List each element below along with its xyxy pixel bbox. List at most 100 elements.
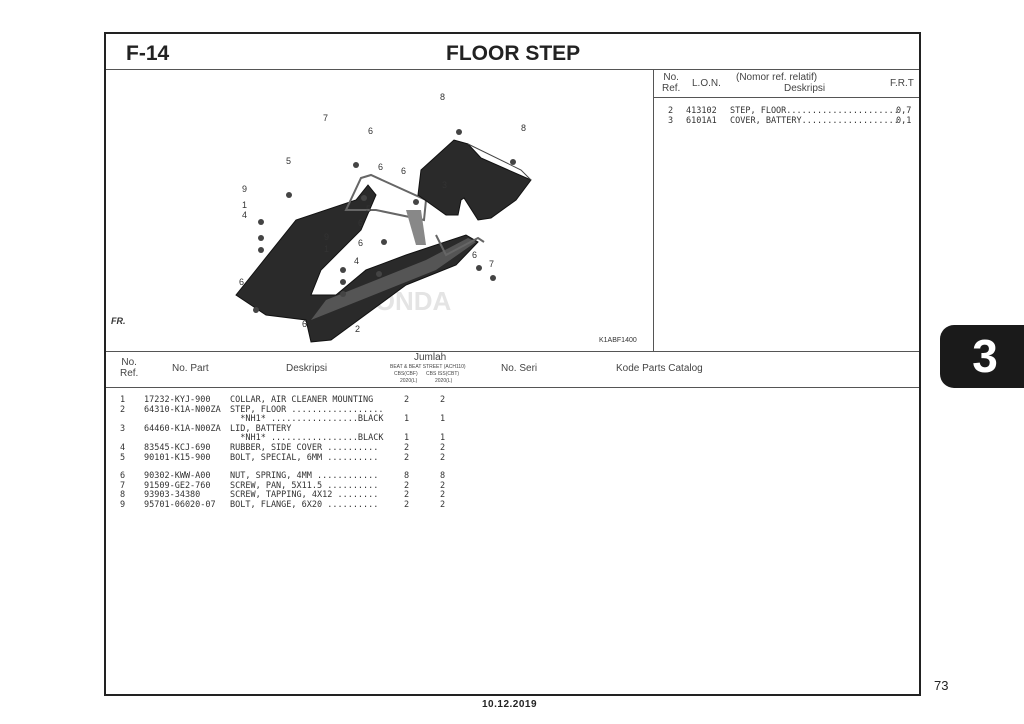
lon-lon: 413102 — [686, 106, 717, 116]
callout: 6 — [472, 250, 478, 260]
header-frt: F.R.T — [890, 78, 914, 89]
callout: 2 — [355, 324, 361, 334]
cell-q2: 2 — [440, 499, 446, 510]
callout: 6 — [401, 166, 407, 176]
front-direction-label: FR. — [111, 316, 126, 326]
cell-ref: 7 — [120, 480, 126, 491]
callout: 6 — [378, 162, 384, 172]
cell-q1: 8 — [404, 471, 410, 482]
cell-part: 64310-K1A-N00ZA — [144, 404, 221, 415]
header-deskripsi: Deskripsi — [286, 363, 328, 374]
callout: 6 — [358, 238, 364, 248]
cell-part: 83545-KCJ-690 — [144, 442, 211, 453]
cell-desc: STEP, FLOOR .................. — [230, 404, 384, 415]
cell-ref: 4 — [120, 442, 126, 453]
page-title: FLOOR STEP — [446, 42, 581, 65]
cell-ref: 3 — [120, 423, 126, 434]
callout: 6 — [302, 319, 308, 329]
cell-desc: NUT, SPRING, 4MM ............ — [230, 471, 379, 482]
cell-part: 91509-GE2-760 — [144, 480, 211, 491]
header-type-2: CBS ISS(CBT) — [426, 371, 460, 377]
cell-q2: 2 — [440, 395, 446, 405]
callout: 6 — [358, 218, 364, 228]
header-lon: L.O.N. — [692, 78, 721, 89]
page-number: 73 — [934, 678, 949, 693]
callout: 8 — [521, 123, 527, 133]
callout: 9 — [324, 232, 330, 242]
cell-q1: 2 — [404, 480, 410, 491]
lon-header: No. Ref. L.O.N. (Nomor ref. relatif) Des… — [654, 70, 919, 98]
header-model: BEAT & BEAT STREET (ACH110) — [390, 364, 466, 370]
page-header: F-14 FLOOR STEP — [106, 34, 919, 70]
callout: 9 — [242, 184, 248, 194]
cell-q1: 2 — [404, 490, 410, 501]
cell-part: 95701-06020-07 — [144, 499, 216, 510]
cell-q1: 2 — [404, 499, 410, 510]
cell-q1: 2 — [404, 442, 410, 453]
cell-desc: RUBBER, SIDE COVER .......... — [230, 442, 379, 453]
header-type-1: CBS(CBF) — [394, 371, 418, 377]
cell-q1: 1 — [404, 433, 410, 444]
cell-desc: SCREW, PAN, 5X11.5 .......... — [230, 480, 379, 491]
header-no-ref: No. Ref. — [120, 357, 139, 379]
callout: 4 — [242, 210, 248, 220]
cell-desc: SCREW, TAPPING, 4X12 ........ — [230, 490, 379, 501]
header-year-1: 2020(L) — [400, 378, 418, 384]
cell-part: 93903-34380 — [144, 490, 201, 501]
cell-q2: 2 — [440, 452, 446, 463]
cell-part: 90101-K15-900 — [144, 452, 211, 463]
lon-frt: 0,1 — [896, 115, 912, 126]
lon-frt: 0,7 — [896, 106, 912, 116]
cell-q2: 1 — [440, 414, 446, 425]
floor-step-illustration: HONDA — [115, 129, 532, 372]
cell-q2: 2 — [440, 490, 446, 501]
cell-q2: 8 — [440, 471, 446, 482]
cell-desc: BOLT, FLANGE, 6X20 .......... — [230, 499, 379, 510]
labor-operation-panel: No. Ref. L.O.N. (Nomor ref. relatif) Des… — [654, 70, 919, 352]
header-jumlah: Jumlah — [414, 352, 447, 363]
cell-part: 17232-KYJ-900 — [144, 395, 211, 405]
exploded-diagram: HONDA FR. K1ABF1400 8 7 6 8 5 — [106, 70, 654, 372]
cell-q1: 2 — [404, 452, 410, 463]
callout: 6 — [239, 277, 245, 287]
cell-ref: 6 — [120, 471, 126, 482]
cell-ref: 5 — [120, 452, 126, 463]
section-code: F-14 — [126, 42, 170, 65]
lon-desc: STEP, FLOOR...................... — [730, 106, 899, 116]
cell-q1: 2 — [404, 395, 410, 405]
lon-desc: COVER, BATTERY................... — [730, 115, 899, 126]
callout: 3 — [442, 180, 448, 190]
header-no-ref: No. Ref. — [662, 72, 681, 94]
header-nomor-ref: (Nomor ref. relatif) — [736, 72, 818, 83]
header-year-2: 2020(L) — [435, 378, 453, 384]
header-no-seri: No. Seri — [501, 363, 538, 374]
cell-desc: LID, BATTERY — [230, 423, 292, 434]
header-no-part: No. Part — [172, 363, 209, 374]
print-date: 10.12.2019 — [482, 699, 538, 710]
header-kode-parts-catalog: Kode Parts Catalog — [616, 363, 703, 374]
callout: 1 — [324, 244, 330, 254]
lon-ref: 2 — [668, 106, 674, 116]
lon-lon: 6101A1 — [686, 115, 717, 126]
callout: 8 — [440, 92, 446, 102]
illustration-code: K1ABF1400 — [599, 337, 637, 344]
cell-ref: 1 — [120, 395, 126, 405]
cell-q2: 2 — [440, 480, 446, 491]
callout: 5 — [366, 204, 372, 214]
header-deskripsi: Deskripsi — [784, 83, 826, 94]
cell-ref: 9 — [120, 499, 126, 510]
callout: 6 — [368, 126, 374, 136]
cell-ref: 8 — [120, 490, 126, 501]
cell-q2: 1 — [440, 433, 446, 444]
cell-desc: *NH1* .................BLACK — [230, 414, 384, 425]
section-tab: 3 — [940, 325, 1024, 388]
page-frame: F-14 FLOOR STEP HONDA FR. K1A — [104, 32, 921, 696]
parts-table-header: No. Ref. No. Part Deskripsi Jumlah BEAT … — [106, 352, 919, 388]
callout: 7 — [489, 259, 495, 269]
callout: 1 — [242, 200, 248, 210]
cell-ref: 2 — [120, 404, 126, 415]
cell-part: 64460-K1A-N00ZA — [144, 423, 221, 434]
cell-desc: *NH1* .................BLACK — [230, 433, 384, 444]
callout: 7 — [323, 113, 329, 123]
callout: 4 — [354, 256, 360, 266]
